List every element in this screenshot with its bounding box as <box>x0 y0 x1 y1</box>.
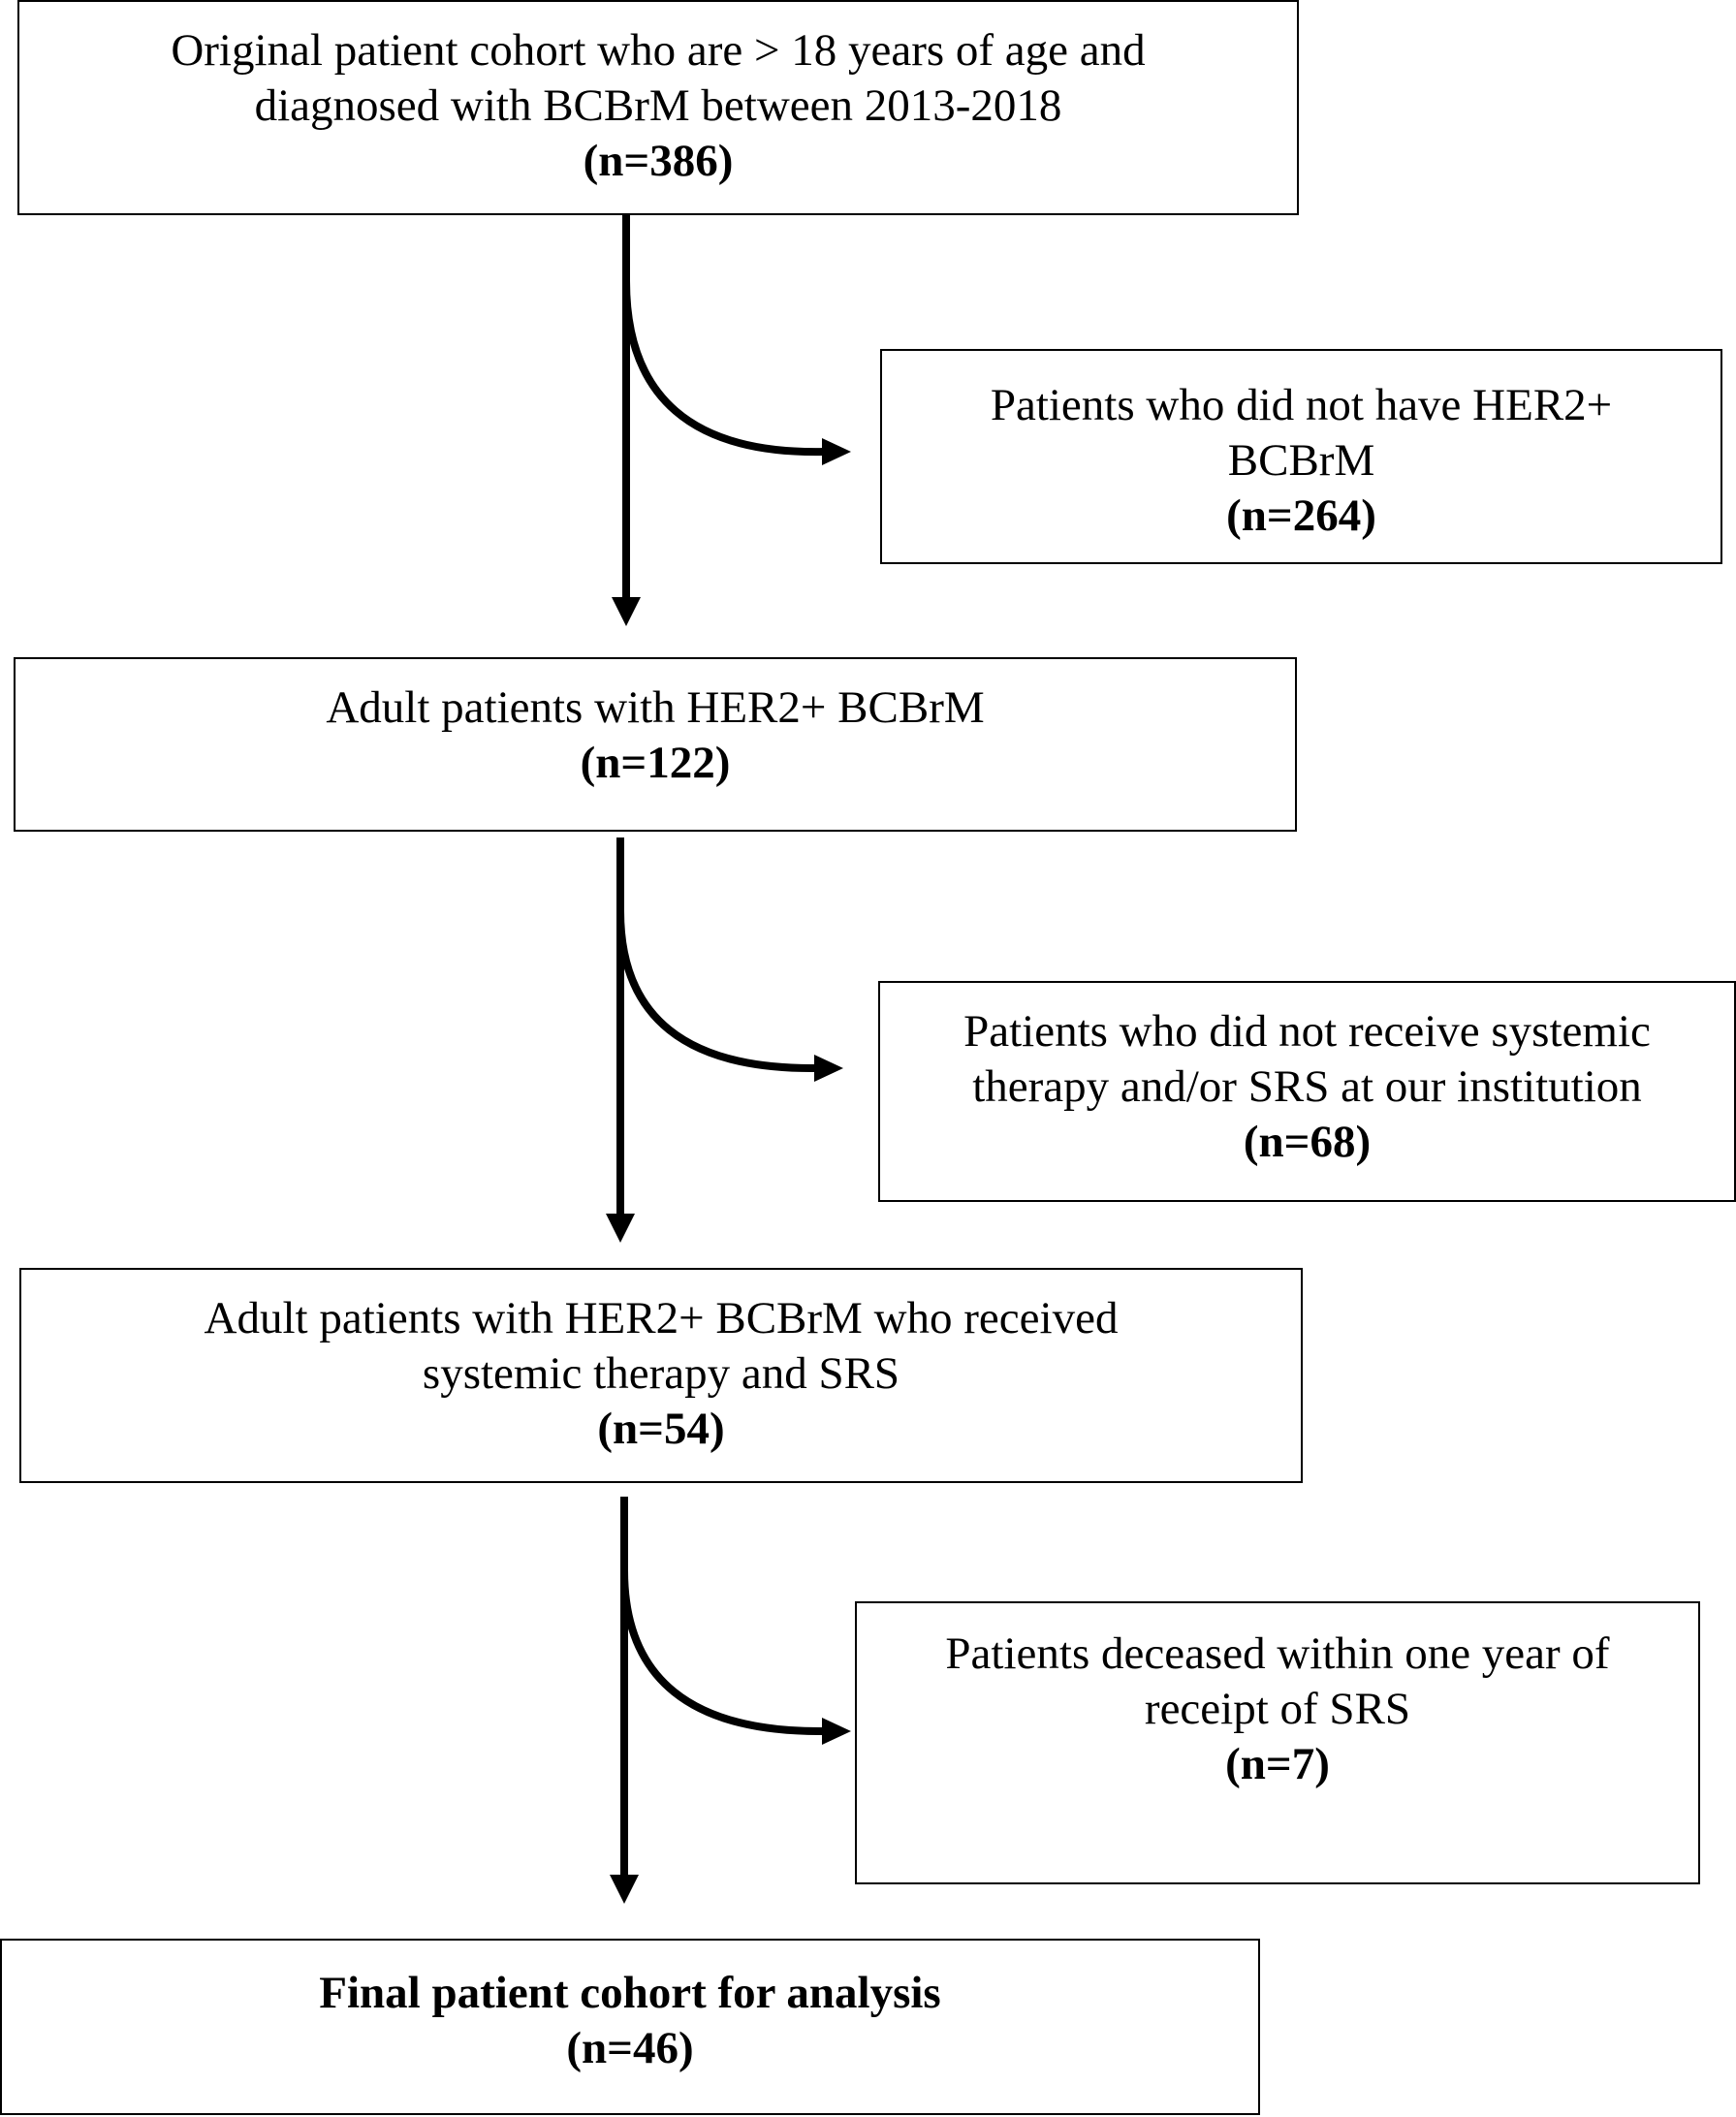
exclusion-arrowhead-1 <box>822 438 851 465</box>
exclusion-curve-3 <box>620 1569 825 1736</box>
original-cohort-box: Original patient cohort who are > 18 yea… <box>17 0 1299 215</box>
excluded-not-her2-line-2: BCBrM <box>1227 435 1375 486</box>
exclusion-curve-1 <box>622 280 825 457</box>
treated-cohort-box: Adult patients with HER2+ BCBrM who rece… <box>19 1268 1303 1483</box>
excluded-deceased-count: (n=7) <box>1225 1739 1330 1789</box>
excluded-deceased-line-2: receipt of SRS <box>1144 1684 1411 1734</box>
treated-cohort-line-1: Adult patients with HER2+ BCBrM who rece… <box>204 1293 1119 1343</box>
final-cohort-title: Final patient cohort for analysis <box>319 1968 941 2018</box>
treated-cohort-count: (n=54) <box>597 1404 725 1454</box>
excluded-no-therapy-count: (n=68) <box>1243 1117 1372 1167</box>
excluded-no-therapy-line-2: therapy and/or SRS at our institution <box>972 1061 1642 1112</box>
down-arrowhead-3 <box>610 1875 639 1904</box>
excluded-deceased-line-1: Patients deceased within one year of <box>945 1628 1610 1679</box>
excluded-not-her2-count: (n=264) <box>1226 490 1376 541</box>
treated-cohort-line-2: systemic therapy and SRS <box>422 1348 900 1399</box>
exclusion-arrowhead-2 <box>814 1055 843 1082</box>
excluded-no-therapy-box: Patients who did not receive systemic th… <box>878 981 1736 1202</box>
excluded-not-her2-line-1: Patients who did not have HER2+ <box>990 380 1613 430</box>
original-cohort-line-1: Original patient cohort who are > 18 yea… <box>171 25 1146 76</box>
her2-cohort-box: Adult patients with HER2+ BCBrM (n=122) <box>14 657 1297 832</box>
final-cohort-count: (n=46) <box>566 2023 694 2073</box>
final-cohort-box: Final patient cohort for analysis (n=46) <box>0 1939 1260 2115</box>
down-arrowhead-2 <box>606 1214 635 1243</box>
down-arrowhead-1 <box>612 597 641 626</box>
exclusion-arrowhead-3 <box>822 1718 851 1745</box>
excluded-deceased-box: Patients deceased within one year of rec… <box>855 1601 1700 1884</box>
her2-cohort-line-1: Adult patients with HER2+ BCBrM <box>326 682 985 733</box>
original-cohort-count: (n=386) <box>583 136 734 186</box>
excluded-no-therapy-line-1: Patients who did not receive systemic <box>963 1006 1651 1057</box>
her2-cohort-count: (n=122) <box>580 738 731 788</box>
original-cohort-line-2: diagnosed with BCBrM between 2013-2018 <box>254 80 1062 131</box>
excluded-not-her2-box: Patients who did not have HER2+ BCBrM (n… <box>880 349 1722 564</box>
exclusion-curve-2 <box>616 910 817 1073</box>
